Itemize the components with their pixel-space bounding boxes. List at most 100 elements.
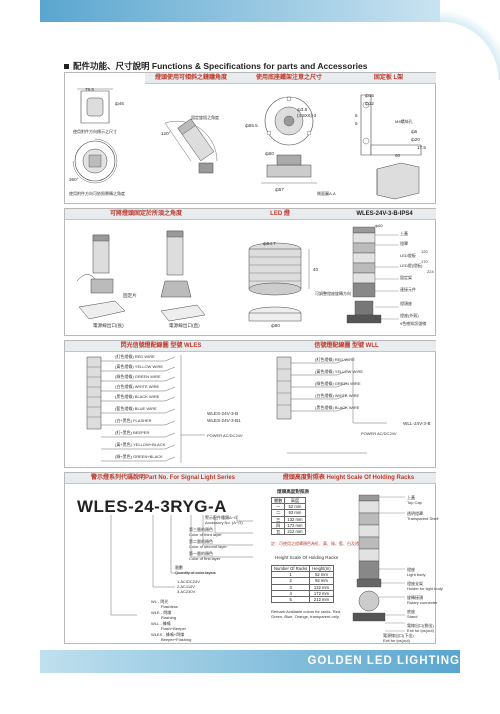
row3-p1-wire-4: (白色燈條) WHITE WIRE <box>115 384 160 389</box>
row1-p1-caption-2: 使用附件方向可依照需轉之角度 <box>69 191 125 196</box>
code-voltage-1: 1.AC/DC24V <box>177 579 200 584</box>
lamp-section-drawing <box>349 489 419 639</box>
part-rotary-cn: 旋轉接頭 <box>407 595 423 600</box>
part-stand-en: Stand <box>407 614 418 619</box>
row3-p1-wire-10: (綠+黑色) GREEN+BLACK <box>115 454 163 459</box>
row2-p2-dim-dia: ф54.7 <box>263 241 276 246</box>
row2-p3-label-base: 燈頭座 <box>400 301 412 306</box>
part-body-cn: 燈座 <box>407 567 415 572</box>
row1-p3-side-view: 側面圖A-A <box>317 191 336 196</box>
row2-p3-label-housing: 燈座(外殼) <box>400 313 419 318</box>
code-second-en: Color of second layer <box>189 544 227 549</box>
row3-p2-wire-1: (紅色燈條) RED WIRE <box>315 357 355 362</box>
section-heading: 配件功能、尺寸說明 Functions & Specifications for… <box>64 60 367 72</box>
code-layers-en: Quantity of color layers <box>175 570 216 575</box>
row2-p2-title: LED 燈 <box>227 209 333 220</box>
row3-p2-power: POWER AC/DC24V <box>361 431 397 436</box>
row1-p3-dim-1: ф65.5 <box>245 123 258 128</box>
part-exit-bottom-cn: 電源線出口(下出) <box>383 633 414 638</box>
part-stand-cn: 底座 <box>407 609 415 614</box>
row1-p1-drawing <box>65 73 145 203</box>
row3-p2-model-1: WLL-24V-3-B <box>403 421 431 426</box>
part-rotary-en: Rotary connecter <box>407 600 438 605</box>
row1-p4-dim-2: ф12 <box>365 101 374 106</box>
row1-p2-drawing <box>145 83 237 203</box>
heading-en: Functions & Specifications for parts and… <box>151 61 368 71</box>
row2-p3-label-led: LED燈(燈板) <box>400 263 423 268</box>
row2-p3-title: WLES-24V-3-B-IPS4 <box>333 209 436 220</box>
code-leader-lines <box>65 493 261 643</box>
code-second-cn: 第二層的顏色 <box>189 539 213 544</box>
row2-p3-label-holder: 固定架 <box>400 275 412 280</box>
row1-p3-dim-4: ф60 <box>265 151 274 156</box>
row2-p1-title: 可將燈頭固定於所須之角度 <box>65 209 227 220</box>
row3-p2-wire-5: (黑色燈條) BLACK WIRE <box>315 405 360 410</box>
height-table-en-header-2: Height(m) <box>309 564 334 573</box>
row1-frame: 燈頭使用可傾斜之鏈議角度 使用底座鐵架注意之尺寸 固定板 L架 79.5 ф46… <box>64 72 436 204</box>
row1-p3-drawing <box>237 83 341 203</box>
row1-p1-label-width: 79.5 <box>85 87 94 92</box>
row2-p2-cable-exit-straight: 電源線出口(直) <box>169 323 200 328</box>
part-holder-en: Holder for light body <box>407 586 443 591</box>
row3-p1-model-1: WLES-24V-3-B <box>207 411 239 416</box>
row1-p1-caption-1: 使用附件方向標示之尺寸 <box>73 129 117 134</box>
code-wles-en: Beeper+Flashing <box>161 637 192 642</box>
code-first-en: Color of first layer <box>189 556 221 561</box>
code-third-cn: 第三層的顏色 <box>189 527 213 532</box>
row1-p2-title: 燈頭使用可傾斜之鏈議角度 <box>145 73 237 84</box>
row1-p4-drawing <box>341 83 436 203</box>
row2-p3-label-top-cap: 上蓋 <box>400 231 408 236</box>
code-layers-cn: 層數 <box>175 565 183 570</box>
row2-p3-label-shell: 燈罩 <box>400 241 408 246</box>
part-shell-cn: 透明燈罩 <box>407 511 423 516</box>
height-table-cn-cell: 212 mm <box>284 527 306 536</box>
row1-p4-dim-5: ф5 <box>411 129 418 134</box>
row3-p1-title: 閃光信號燈配線圖 型號 WLES <box>65 341 257 352</box>
height-note-cn: 註：可使用之燈罩顏色為紅、黃、綠、藍、白及透明 <box>271 541 363 546</box>
height-table-cn-cell: 132 mm <box>284 515 306 523</box>
row3-p1-model-2: WLES-24V-3-B1 <box>207 418 241 423</box>
row3-p1-wire-9: (黃+黑色) YELLOW+BLACK <box>115 442 166 447</box>
code-third-en: Color of third layer <box>189 532 222 537</box>
row2-p2-dim-base: ф60 <box>271 323 280 328</box>
row1-p3-title: 使用底座鐵架注意之尺寸 <box>237 73 341 84</box>
row1-p4-dim-8: 60 <box>395 153 401 158</box>
row3-p2-wiring <box>257 353 436 469</box>
row1-p3-dim-2: ф3.8 <box>297 107 308 112</box>
height-table-title-en: Height Scale Of Holding Racks <box>275 555 339 560</box>
row3-p2-wire-4: (白色燈條) WHITE WIRE <box>315 393 360 398</box>
row3-p1-wire-2: (黃色燈條) YELLOW WIRE <box>115 364 164 369</box>
bullet-icon <box>64 64 69 70</box>
row2-p3-label-rotate: 可調整燈座旋轉方向 <box>315 291 351 296</box>
row2-p3-label-signal: 9色感知訊號線 <box>400 321 427 326</box>
top-banner <box>40 0 460 22</box>
code-voltage-3: 3.AC230V <box>177 589 196 594</box>
height-table-en-cell: 5 <box>270 595 311 604</box>
row2-p3-dim-4: 224 <box>427 269 434 274</box>
height-table-cn-cell: 五 <box>270 527 286 536</box>
row2-p3-drawing <box>333 221 436 337</box>
top-curve-decoration <box>440 0 500 80</box>
part-exit-side-cn: 電線出口(側出) <box>407 623 434 628</box>
row2-p1-drawing <box>65 221 227 337</box>
row3-p1-wire-3: (綠色燈條) GREEN WIRE <box>115 374 161 379</box>
row1-p4-dim-7: 17.5 <box>417 145 426 150</box>
row3-p2-wire-2: (黃色燈條) YELLOW WIRE <box>315 369 364 374</box>
footer-banner <box>40 650 460 673</box>
row2-p1-cable-exit-long: 電源線出口(長) <box>93 323 124 328</box>
row1-p3-dim-5: ф57 <box>275 187 284 192</box>
row2-p3-label-led-board: LED燈板 <box>400 253 416 258</box>
code-wll-en: Flash+Beeper <box>161 626 187 631</box>
row4-p2-title: 燈頭高度對照表 Height Scale Of Holding Racks <box>261 473 436 484</box>
code-accessory-en: Accessory No. (A~G) <box>205 520 243 525</box>
row3-p2-title: 信號燈配線圖 型號 WLL <box>257 341 436 352</box>
row1-p2-angle: 120° <box>161 131 171 136</box>
code-first-cn: 第一層的顏色 <box>189 551 213 556</box>
part-exit-side-en: Exit for ips(out) <box>407 628 434 633</box>
part-exit-bottom-en: Exit for ips(out) <box>383 638 410 643</box>
row2-p3-dim-2: 120 <box>421 249 428 254</box>
part-number: WLES-24-3RYG-A <box>77 497 227 516</box>
row2-p2-drawing <box>227 221 333 337</box>
